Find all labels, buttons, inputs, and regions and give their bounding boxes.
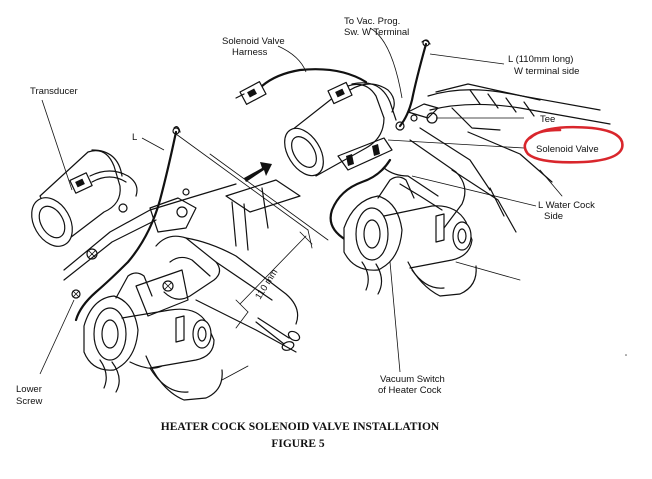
transition-arrow-icon <box>244 162 272 182</box>
leader-lines <box>39 27 537 375</box>
label-vacuum-switch-line1: Vacuum Switch <box>380 374 445 385</box>
label-harness-line2: Harness <box>232 47 268 58</box>
scissors-icon <box>255 317 301 351</box>
label-l-110mm-line2: W terminal side <box>514 66 579 77</box>
label-vacuum-switch-line2: of Heater Cock <box>378 385 442 396</box>
caption-figure: FIGURE 5 <box>271 438 325 450</box>
transducer-body <box>31 149 138 260</box>
label-l-left: L <box>132 132 137 143</box>
highlight-ellipse <box>523 125 624 164</box>
label-vac-prog-line1: To Vac. Prog. <box>344 16 400 27</box>
label-water-cock-line1: L Water Cock <box>538 200 595 211</box>
label-tee: Tee <box>540 114 555 125</box>
vacuum-switch-right <box>343 176 477 297</box>
harness-connector <box>235 81 267 105</box>
label-transducer: Transducer <box>30 86 78 97</box>
label-water-cock-line2: Side <box>544 211 563 222</box>
label-solenoid-valve: Solenoid Valve <box>536 144 599 155</box>
label-vac-prog-line2: Sw. W Terminal <box>344 27 409 38</box>
solenoid-valve-body <box>284 81 418 177</box>
label-lower-screw-line1: Lower <box>16 384 42 395</box>
caption-title: HEATER COCK SOLENOID VALVE INSTALLATION <box>161 421 440 433</box>
label-l-110mm-line1: L (110mm long) <box>508 54 573 65</box>
right-assembly <box>235 39 611 297</box>
left-assembly <box>31 126 329 401</box>
vacuum-switch-left <box>83 272 223 401</box>
stray-dot <box>625 354 627 356</box>
label-lower-screw-line2: Screw <box>16 396 43 407</box>
label-harness-line1: Solenoid Valve <box>222 36 285 47</box>
